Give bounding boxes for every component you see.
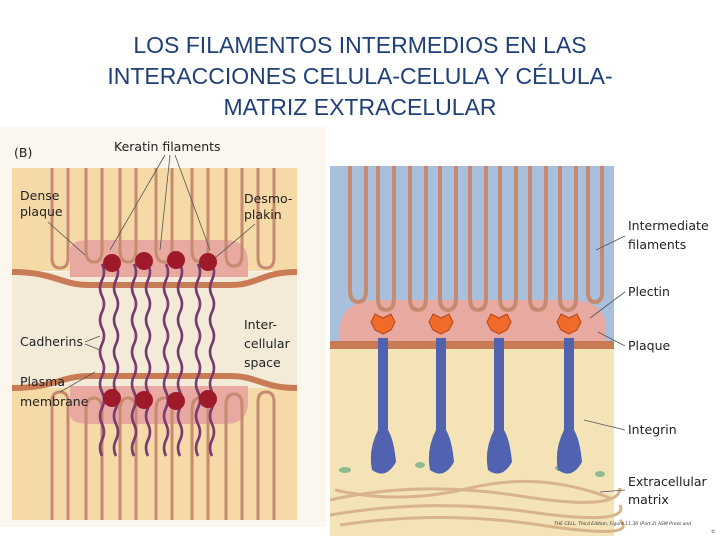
plaque-leader-line [597, 331, 626, 347]
label-dense-line2: plaque [20, 204, 63, 219]
extracellular-matrix-fibers [329, 479, 625, 533]
label-intermediate-line2: filaments [628, 237, 686, 252]
label-intercellular-line2: cellular [244, 336, 291, 351]
title-line-3: MATRIZ EXTRACELULAR [223, 94, 497, 120]
label-plasma-line2: membrane [20, 394, 89, 409]
plectin-stars [370, 313, 582, 335]
integrins [370, 338, 582, 474]
label-dense-line1: Dense [20, 188, 60, 203]
keratin-leader-lines [109, 154, 211, 251]
intermediate-leader-line [595, 235, 626, 251]
lower-dense-plaque [70, 386, 248, 424]
label-intercellular-line3: space [244, 355, 281, 370]
integrin-4 [556, 338, 582, 474]
label-plaque: Plaque [628, 338, 671, 353]
panel-letter-b: (B) [14, 145, 32, 160]
title-line-1: LOS FILAMENTOS INTERMEDIOS EN LAS [133, 32, 587, 58]
page-title: LOS FILAMENTOS INTERMEDIOS EN LAS INTERA… [0, 30, 720, 123]
label-integrin: Integrin [628, 422, 677, 437]
cadherin-leader-lines [84, 335, 101, 351]
cadherin-strands [98, 263, 216, 457]
integrin-leader-line [583, 419, 626, 431]
credit-copyright-mark: © [711, 528, 716, 535]
integrin-3 [486, 338, 512, 474]
label-extracellular-line2: matrix [628, 492, 669, 507]
label-extracellular-line1: Extracellular [628, 474, 708, 489]
matrix-leader-line [599, 489, 626, 493]
desmoplakin-leader-line [214, 223, 256, 259]
plectin-leader-line [589, 291, 626, 319]
title-line-2: INTERACCIONES CELULA-CELULA Y CÉLULA- [107, 63, 613, 89]
intercellular-space [12, 272, 297, 388]
upper-plasma-membrane [11, 269, 298, 288]
integrin-1 [370, 338, 396, 474]
label-intermediate-line1: Intermediate [628, 218, 709, 233]
label-keratin-filaments: Keratin filaments [114, 139, 221, 154]
label-desmoplakin-line2: plakin [244, 207, 282, 222]
label-cadherins: Cadherins [20, 334, 83, 349]
intermediate-filament-loops [348, 166, 604, 313]
label-plasma-line1: Plasma [20, 374, 65, 389]
label-desmoplakin-line1: Desmo- [244, 191, 292, 206]
desmosome-panel: (B) Keratin filaments Dense plaque Desmo… [0, 127, 326, 527]
desmoplakin-knobs [103, 251, 217, 410]
plasma-leader-line [59, 371, 96, 393]
label-plectin: Plectin [628, 284, 670, 299]
dense-leader-line [47, 221, 86, 256]
figure-credit: THE CELL, Third Edition, Figure 11.36 (P… [554, 521, 691, 527]
integrin-2 [428, 338, 454, 474]
label-intercellular-line1: Inter- [244, 317, 277, 332]
hemidesmosome-panel: Intermediate filaments Plectin Plaque In… [326, 160, 720, 538]
lower-plasma-membrane [11, 373, 298, 391]
